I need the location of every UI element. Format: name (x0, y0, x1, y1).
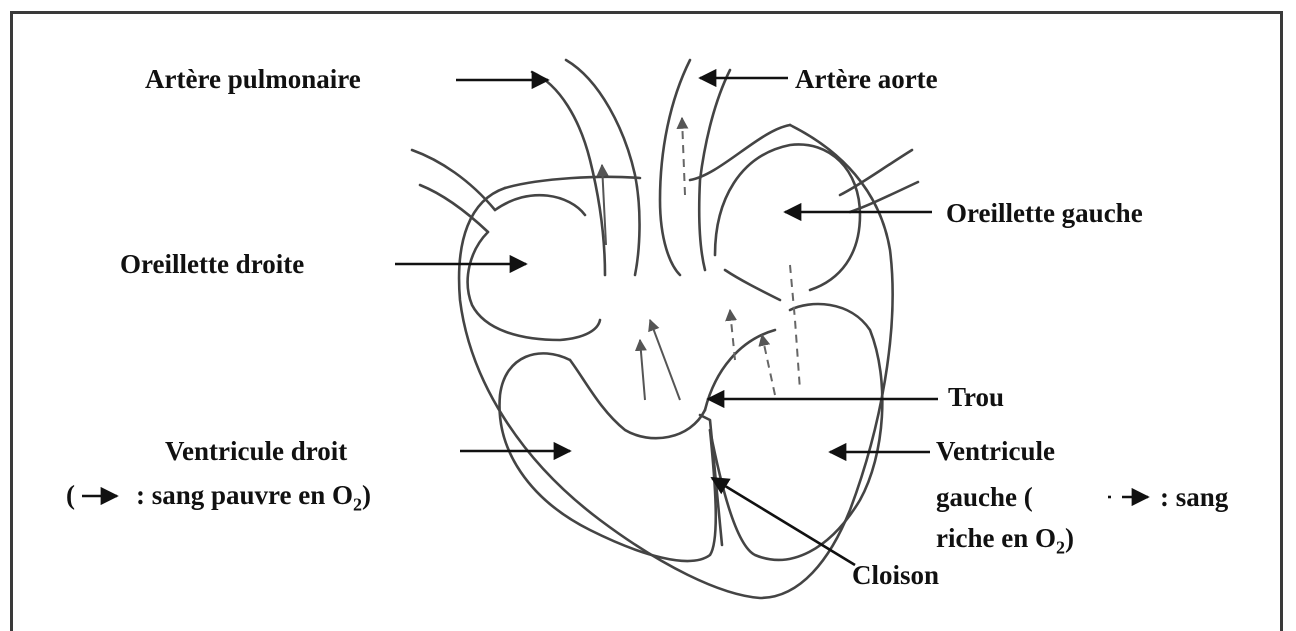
left-atrium (715, 144, 860, 300)
label-cloison: Cloison (852, 558, 939, 592)
label-artere-pulmonaire: Artère pulmonaire (145, 62, 361, 96)
septum (700, 415, 722, 545)
label-ventricule-gauche-1: Ventricule (936, 434, 1055, 468)
label-ventricule-droit-legend-open: ( (66, 478, 75, 512)
pulmonary-artery (532, 60, 640, 275)
right-atrium (468, 195, 600, 340)
label-artere-aorte: Artère aorte (795, 62, 938, 96)
label-ventricule-gauche-2b: : sang (1160, 480, 1228, 514)
ventricles (500, 304, 883, 561)
label-oreillette-gauche: Oreillette gauche (946, 196, 1143, 230)
label-ventricule-gauche-3: riche en O2) (936, 521, 1074, 564)
flow-arrows-right (602, 165, 680, 400)
label-ventricule-droit-legend: : sang pauvre en O2) (136, 478, 371, 521)
label-oreillette-droite: Oreillette droite (120, 247, 304, 281)
flow-arrows-left (682, 118, 800, 395)
label-ventricule-gauche-2a: gauche ( (936, 480, 1033, 514)
label-ventricule-droit: Ventricule droit (165, 434, 347, 468)
label-trou: Trou (948, 380, 1004, 414)
